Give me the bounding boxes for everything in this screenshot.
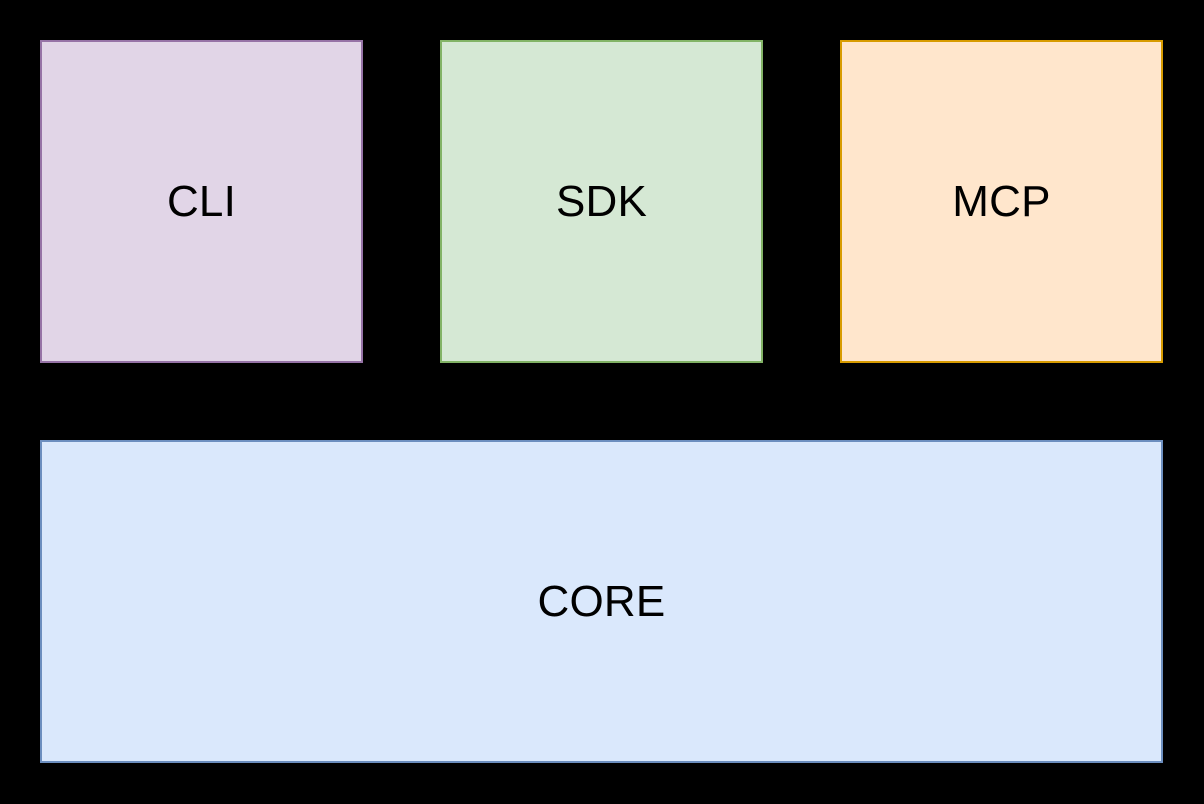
diagram-node-core[interactable]: CORE: [40, 440, 1163, 763]
diagram-node-sdk[interactable]: SDK: [440, 40, 763, 363]
diagram-node-mcp-label: MCP: [952, 176, 1051, 226]
diagram-node-core-label: CORE: [537, 576, 666, 626]
diagram-node-mcp[interactable]: MCP: [840, 40, 1163, 363]
diagram-node-cli-label: CLI: [166, 176, 237, 226]
diagram-node-cli[interactable]: CLI: [40, 40, 363, 363]
diagram-node-sdk-label: SDK: [555, 176, 648, 226]
